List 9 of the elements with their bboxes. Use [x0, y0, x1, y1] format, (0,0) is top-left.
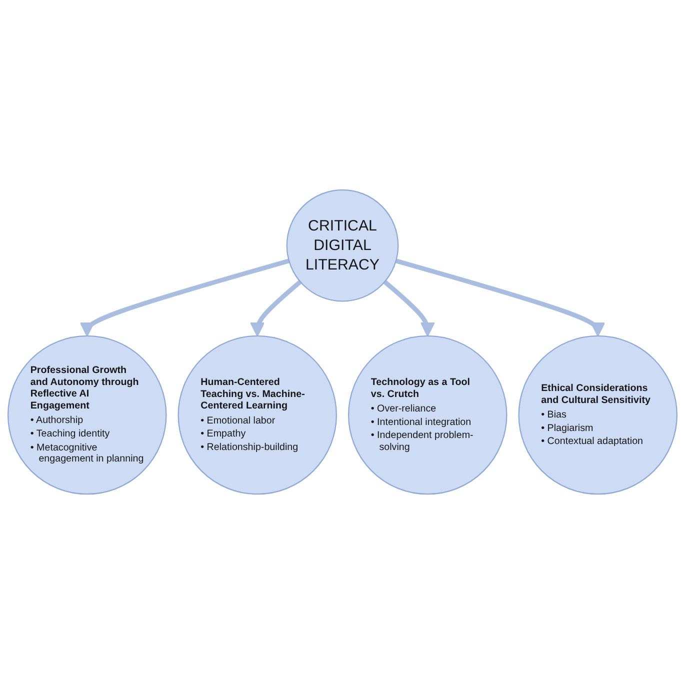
node-circle: Technology as a Tool vs. Crutch • Over-reliance • Intentional integration • Independent problem-solving — [348, 335, 508, 495]
arrow — [250, 280, 302, 337]
arrow — [80, 258, 290, 337]
arrow — [395, 258, 606, 337]
arrow — [383, 280, 435, 337]
node-circle: CRITICAL DIGITAL LITERACY — [286, 189, 399, 302]
node-circle: Professional Growth and Autonomy through Reflective AI Engagement • Authorship • Teaching identity • Metacognitive engagement in planning — [7, 335, 167, 495]
node-circle: Ethical Considerations and Cultural Sensitivity • Bias • Plagiarism • Contextual adaptation — [518, 335, 678, 495]
node-circle: Human-Centered Teaching vs. Machine-Centered Learning • Emotional labor • Empathy • Relationship-building — [178, 335, 338, 495]
